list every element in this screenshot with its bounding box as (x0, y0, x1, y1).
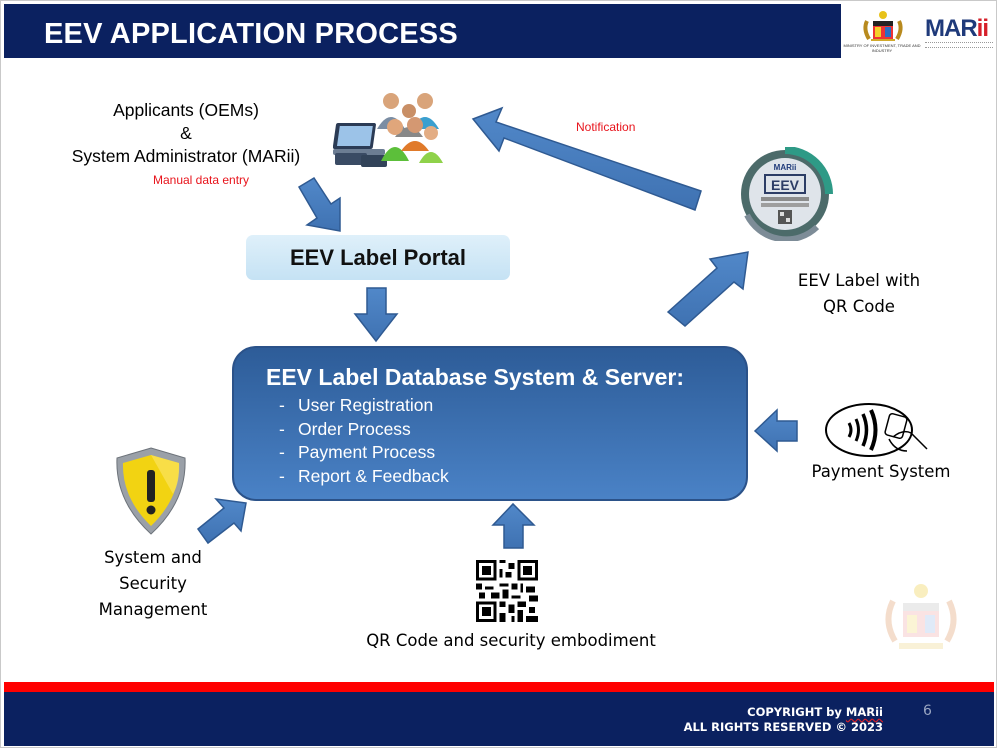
arrow-database-to-eev-label (666, 251, 749, 327)
copyright-brand: MARii (845, 705, 883, 719)
eev-label-caption-line1: EEV Label with (797, 271, 921, 290)
applicants-label-line3: System Administrator (MARii) (71, 146, 301, 166)
bullet-dash: - (279, 442, 285, 462)
eev-label-caption: EEV Label with QR Code (777, 268, 941, 320)
arrow-payment-to-database (753, 408, 798, 453)
eev-label-badge-icon: MARii EEV (741, 147, 833, 241)
header-bar: EEV APPLICATION PROCESS (4, 4, 841, 58)
page-title: EEV APPLICATION PROCESS (44, 18, 458, 50)
database-feature-item: -Report & Feedback (279, 465, 449, 489)
manual-data-entry-note: Manual data entry (152, 173, 250, 187)
footer-accent-stripe (4, 682, 994, 692)
page-number: 6 (923, 703, 932, 719)
arrow-applicants-to-portal (297, 176, 341, 232)
badge-text: EEV (771, 177, 800, 193)
eev-label-portal-node: EEV Label Portal (246, 235, 510, 280)
badge-brand: MARii (774, 163, 797, 172)
logo-area: MINISTRY OF INVESTMENT, TRADE AND INDUST… (843, 7, 995, 55)
security-management-label: System and Security Management (81, 545, 225, 623)
payment-system-label: Payment System (811, 462, 951, 481)
database-feature-item: -User Registration (279, 394, 449, 418)
ministry-crest-icon (863, 11, 903, 41)
feature-label: User Registration (298, 395, 434, 415)
applicants-label-line2: & (180, 123, 192, 143)
marii-logo-main: MAR (925, 15, 978, 42)
contactless-payment-icon (825, 403, 928, 457)
bullet-dash: - (279, 418, 285, 439)
feature-label: Order Process (298, 418, 411, 439)
security-label-line3: Management (98, 600, 208, 619)
footer-copyright: COPYRIGHT by MARii ALL RIGHTS RESERVED ©… (641, 705, 883, 735)
bullet-dash: - (279, 395, 285, 415)
applicants-label: Applicants (OEMs) & System Administrator… (51, 99, 321, 168)
database-feature-list: -User Registration -Order Process -Payme… (279, 394, 449, 488)
warning-shield-icon (116, 447, 186, 535)
database-server-node: EEV Label Database System & Server: -Use… (232, 346, 748, 501)
marii-logo: MARii (925, 15, 989, 43)
marii-logo-accent: ii (976, 15, 989, 42)
applicants-label-line1: Applicants (OEMs) (113, 100, 259, 120)
security-label-line1: System and (104, 548, 202, 567)
database-feature-item: -Order Process (279, 418, 449, 442)
arrow-portal-to-database (353, 287, 399, 343)
copyright-prefix: COPYRIGHT by (747, 705, 846, 719)
feature-label: Payment Process (298, 442, 436, 462)
rights-reserved-line: ALL RIGHTS RESERVED © 2023 (683, 720, 883, 734)
database-feature-item: -Payment Process (279, 441, 449, 465)
ministry-logo-text: MINISTRY OF INVESTMENT, TRADE AND INDUST… (843, 43, 921, 53)
notification-label: Notification (576, 120, 636, 134)
eev-label-caption-line2: QR Code (823, 297, 895, 316)
arrow-security-to-database (196, 497, 247, 545)
qr-code-label: QR Code and security embodiment (366, 631, 656, 650)
database-title: EEV Label Database System & Server: (266, 364, 685, 390)
crest-watermark-icon (885, 584, 957, 649)
marii-logo-subtitle (925, 42, 993, 48)
security-label-line2: Security (119, 574, 187, 593)
users-with-devices-icon (333, 93, 443, 167)
copyright-line: COPYRIGHT by MARii (641, 705, 883, 720)
feature-label: Report & Feedback (298, 465, 449, 486)
bullet-dash: - (279, 465, 285, 486)
arrow-qr-to-database (491, 502, 536, 549)
qr-code-icon (476, 560, 538, 622)
footer-bar (4, 692, 994, 746)
eev-label-portal-label: EEV Label Portal (289, 244, 467, 270)
